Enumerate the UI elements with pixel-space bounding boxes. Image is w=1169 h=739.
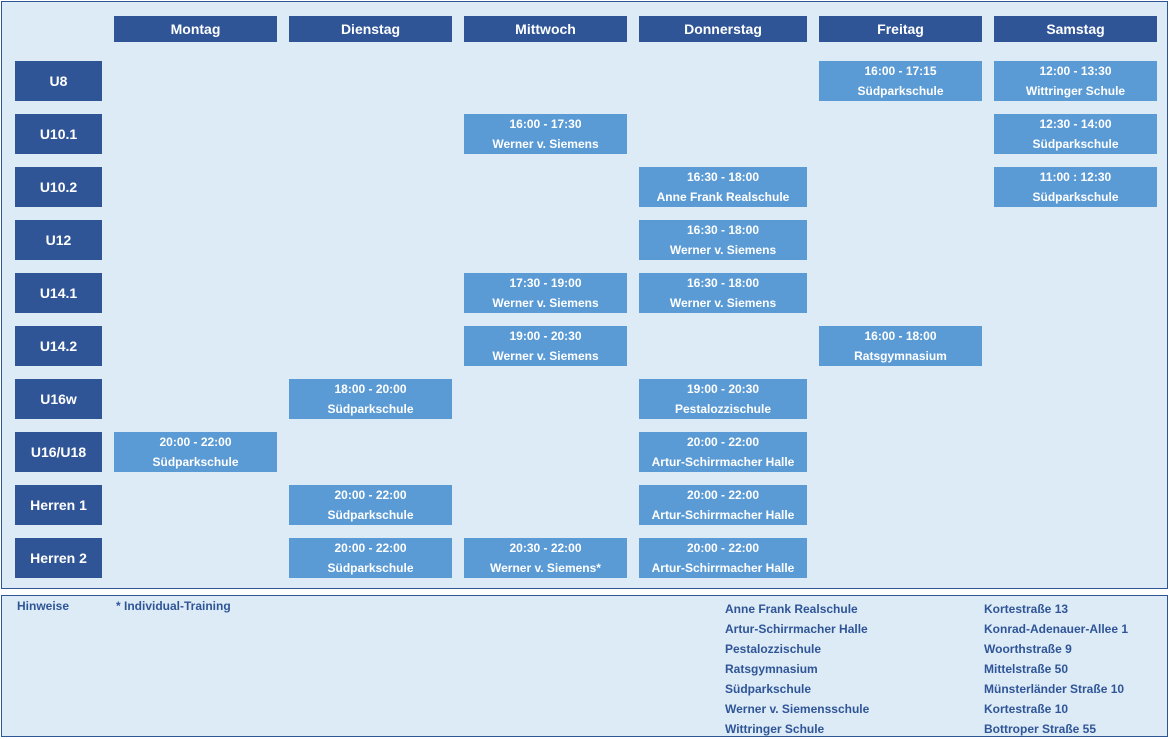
location-address: Kortestraße 10 xyxy=(984,702,1069,716)
slot-time: 11:00 : 12:30 xyxy=(1039,170,1112,184)
slot-location: Südparkschule xyxy=(327,508,414,522)
slot-location: Südparkschule xyxy=(327,402,414,416)
slot-location: Werner v. Siemens xyxy=(669,296,777,310)
day-header-mittwoch: Mittwoch xyxy=(464,16,627,42)
slot-location: Werner v. Siemens* xyxy=(490,561,601,575)
slot-time: 16:30 - 18:00 xyxy=(686,170,760,184)
slot-time: 16:00 - 18:00 xyxy=(864,329,937,343)
location-name: Anne Frank Realschule xyxy=(725,602,858,616)
slot-time: 17:30 - 19:00 xyxy=(509,276,582,290)
slot-time: 16:30 - 18:00 xyxy=(686,276,760,290)
location-name: Artur-Schirrmacher Halle xyxy=(725,622,868,636)
slot-location: Artur-Schirrmacher Halle xyxy=(651,561,795,575)
location-name: Pestalozzischule xyxy=(725,642,822,656)
slot-time: 16:00 - 17:30 xyxy=(509,117,582,131)
location-name: Ratsgymnasium xyxy=(725,662,818,676)
slot-location: Artur-Schirrmacher Halle xyxy=(651,455,795,469)
footnote-individual-training: * Individual-Training xyxy=(116,599,231,613)
location-address: Konrad-Adenauer-Allee 1 xyxy=(984,622,1129,636)
location-address: Mittelstraße 50 xyxy=(984,662,1069,676)
location-name: Wittringer Schule xyxy=(725,722,825,736)
slot-location: Werner v. Siemens xyxy=(492,349,599,363)
notes-heading: Hinweise xyxy=(17,599,70,613)
group-label-u16w: U16w xyxy=(15,379,102,419)
slot-time: 18:00 - 20:00 xyxy=(334,382,407,396)
day-header-samstag: Samstag xyxy=(994,16,1157,42)
slot-location: Südparkschule xyxy=(1032,137,1119,151)
slot-location: Südparkschule xyxy=(152,455,239,469)
group-label-u12: U12 xyxy=(15,220,102,260)
slot-time: 20:00 - 22:00 xyxy=(334,488,407,502)
location-address: Münsterländer Straße 10 xyxy=(984,682,1125,696)
location-address-list: Kortestraße 13 Konrad-Adenauer-Allee 1 Woo… xyxy=(984,599,1128,739)
group-label-u10-2: U10.2 xyxy=(15,167,102,207)
slot-time: 16:00 - 17:15 xyxy=(864,64,937,78)
slot-time: 20:00 - 22:00 xyxy=(686,541,760,555)
group-label-u8: U8 xyxy=(15,61,102,101)
slot-time: 16:30 - 18:00 xyxy=(686,223,760,237)
group-label-u14-2: U14.2 xyxy=(15,326,102,366)
group-label-herren-1: Herren 1 xyxy=(15,485,102,525)
slot-time: 19:00 - 20:30 xyxy=(509,329,582,343)
slot-location: Werner v. Siemens xyxy=(492,137,599,151)
day-header-dienstag: Dienstag xyxy=(289,16,452,42)
slot-time: 19:00 - 20:30 xyxy=(686,382,760,396)
location-address: Kortestraße 13 xyxy=(984,602,1069,616)
slot-location: Südparkschule xyxy=(1032,190,1119,204)
slot-time: 20:00 - 22:00 xyxy=(159,435,232,449)
slot-location: Anne Frank Realschule xyxy=(656,190,790,204)
group-label-u10-1: U10.1 xyxy=(15,114,102,154)
location-name: Werner v. Siemensschule xyxy=(725,702,870,716)
slot-location: Werner v. Siemens xyxy=(492,296,599,310)
slot-location: Ratsgymnasium xyxy=(854,349,947,363)
day-header-montag: Montag xyxy=(114,16,277,42)
location-name: Südparkschule xyxy=(725,682,812,696)
slot-time: 12:00 - 13:30 xyxy=(1039,64,1112,78)
group-label-u16-u18: U16/U18 xyxy=(15,432,102,472)
day-header-freitag: Freitag xyxy=(819,16,982,42)
slot-time: 20:00 - 22:00 xyxy=(686,435,760,449)
slot-time: 20:00 - 22:00 xyxy=(334,541,407,555)
slot-location: Südparkschule xyxy=(327,561,414,575)
group-label-herren-2: Herren 2 xyxy=(15,538,102,578)
slot-time: 20:00 - 22:00 xyxy=(686,488,760,502)
slot-location: Wittringer Schule xyxy=(1025,84,1126,98)
group-label-u14-1: U14.1 xyxy=(15,273,102,313)
slot-time: 20:30 - 22:00 xyxy=(509,541,582,555)
slot-location: Werner v. Siemens xyxy=(669,243,777,257)
location-address: Woorthstraße 9 xyxy=(984,642,1072,656)
notes-panel: Hinweise * Individual-Training Anne Fran… xyxy=(1,595,1168,737)
slot-location: Pestalozzischule xyxy=(674,402,772,416)
day-header-donnerstag: Donnerstag xyxy=(639,16,807,42)
slot-location: Südparkschule xyxy=(857,84,944,98)
slot-location: Artur-Schirrmacher Halle xyxy=(651,508,795,522)
slot-time: 12:30 - 14:00 xyxy=(1039,117,1112,131)
location-address: Bottroper Straße 55 xyxy=(984,722,1097,736)
